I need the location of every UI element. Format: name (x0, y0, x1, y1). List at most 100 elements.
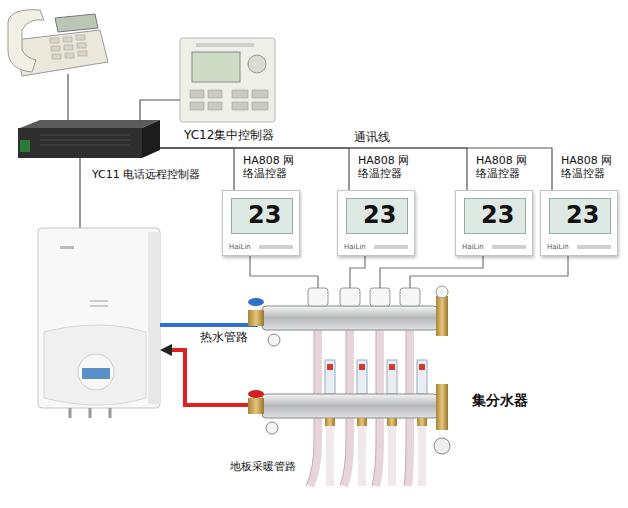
manifold (357, 418, 367, 426)
central-controller (192, 52, 240, 82)
remote-controller: YC11 电话远程控制器 (18, 122, 160, 158)
telephone (50, 35, 87, 59)
manifold (389, 364, 395, 370)
manifold (387, 360, 397, 394)
telephone (55, 14, 98, 32)
manifold (262, 394, 438, 418)
telephone (67, 74, 68, 120)
remote-controller-box (20, 140, 30, 152)
boiler (82, 368, 110, 379)
telephone (78, 51, 87, 56)
node-label: YC12集中控制器 (184, 128, 274, 142)
telephone (51, 46, 60, 51)
free-label: 热水管路 (200, 330, 248, 344)
manifold (436, 286, 448, 298)
boiler (44, 325, 146, 405)
manifold (419, 364, 425, 370)
manifold (327, 364, 333, 370)
node-text: 23 (481, 201, 514, 230)
manifold (308, 288, 328, 306)
manifold (325, 418, 427, 426)
boiler (109, 408, 112, 418)
communication-line (160, 148, 467, 190)
manifold (388, 418, 396, 486)
manifold (418, 418, 426, 486)
control-wire (250, 256, 318, 288)
manifold (330, 418, 422, 486)
thermostat: 23HA808 网络温控器HaiLin (540, 190, 618, 256)
remote-controller-box (40, 140, 130, 141)
manifold (436, 296, 448, 336)
node-label: HA808 网络温控器 (476, 154, 536, 180)
central-controller (196, 43, 254, 47)
boiler (90, 300, 108, 302)
manifold (387, 418, 397, 426)
telephone (63, 37, 72, 42)
communication-line (160, 148, 552, 190)
node-label: HA808 网络温控器 (243, 154, 303, 180)
central-controller (180, 38, 275, 122)
central-controller (208, 90, 222, 98)
control-wire (410, 256, 568, 288)
manifold (248, 298, 264, 306)
communication-line (140, 100, 180, 122)
manifold (326, 418, 334, 486)
manifold (436, 384, 448, 430)
manifold (325, 360, 335, 394)
manifold (248, 310, 264, 326)
telephone (77, 43, 86, 48)
button-strip (259, 245, 293, 249)
telephone (8, 10, 108, 120)
node-text: HaiLin (462, 243, 484, 251)
boiler (70, 408, 110, 418)
boiler (60, 246, 74, 249)
thermostat: 23HA808 网络温控器HaiLin (455, 190, 533, 256)
lcd-screen: 23 (549, 198, 611, 234)
telephone (8, 10, 44, 72)
telephone (50, 38, 59, 43)
manifold (370, 288, 390, 306)
boiler (89, 408, 92, 418)
manifold (325, 418, 335, 426)
manifold (340, 288, 360, 306)
node-text: 23 (566, 201, 599, 230)
free-label: 地板采暖管路 (230, 460, 296, 473)
remote-controller-box (40, 145, 130, 146)
telephone (65, 53, 74, 58)
boiler (38, 228, 160, 408)
telephone (64, 45, 73, 50)
hot-water-pipes (170, 350, 258, 405)
hot-water-pipes (160, 323, 258, 327)
central-controller (180, 38, 275, 122)
manifold (308, 288, 420, 306)
central-controller (232, 102, 248, 110)
button-strip (492, 245, 526, 249)
node-text: 23 (248, 201, 281, 230)
node-text: HaiLin (547, 243, 569, 251)
button-strip (577, 245, 611, 249)
central-controller (232, 90, 248, 98)
node-text: HaiLin (344, 243, 366, 251)
thermostat: 23HA808 网络温控器HaiLin (337, 190, 415, 256)
manifold (248, 398, 264, 414)
boiler (38, 228, 160, 418)
central-controller: YC12集中控制器 (180, 38, 275, 122)
boiler (78, 354, 114, 390)
remote-controller-box (142, 120, 160, 158)
telephone (76, 35, 85, 40)
button-strip (374, 245, 408, 249)
manifold (434, 438, 450, 454)
central-controller (190, 90, 268, 110)
remote-controller-box (18, 128, 142, 158)
control-wire (380, 256, 483, 288)
manifold (325, 360, 427, 394)
manifold (417, 418, 427, 426)
remote-controller-box (40, 135, 130, 145)
manifold (417, 360, 427, 394)
manifold (262, 306, 438, 330)
manifold (359, 364, 365, 370)
lcd-screen: 23 (346, 198, 408, 234)
boiler (90, 305, 108, 307)
remote-controller-box (40, 135, 130, 136)
